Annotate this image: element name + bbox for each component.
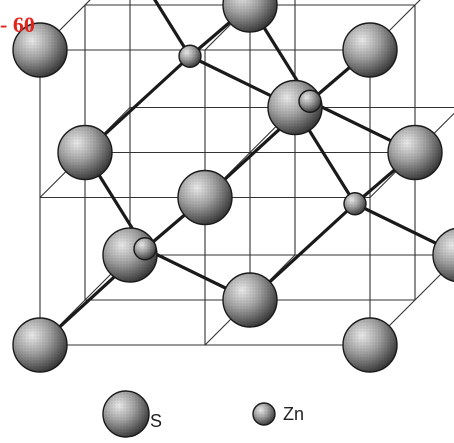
sulfur-atom: [387, 124, 443, 181]
sulfur-atom: [12, 317, 68, 373]
legend-label-sulfur: S: [150, 411, 163, 431]
sulfur-atom: [57, 124, 113, 181]
small-zinc-sphere-icon: [252, 402, 276, 426]
atoms-layer: [12, 0, 454, 373]
legend-label-zinc: Zn: [283, 404, 305, 424]
sulfur-atom: [222, 272, 278, 328]
sulfur-atom: [222, 0, 278, 33]
zinc-atom: [178, 44, 202, 68]
large-sulfur-sphere-icon: [102, 390, 150, 438]
sulfur-atom: [432, 227, 454, 283]
zinc-atom: [298, 89, 322, 113]
zinc-atom: [343, 192, 367, 216]
legend-icons: [102, 390, 276, 438]
sulfur-atom: [342, 22, 398, 78]
zinc-atom: [133, 237, 157, 261]
sulfur-atom: [342, 317, 398, 373]
page-label: - 60: [0, 12, 35, 37]
sulfur-atom: [177, 169, 233, 226]
sulfur-atom: [12, 22, 68, 78]
bond-line: [153, 0, 192, 58]
